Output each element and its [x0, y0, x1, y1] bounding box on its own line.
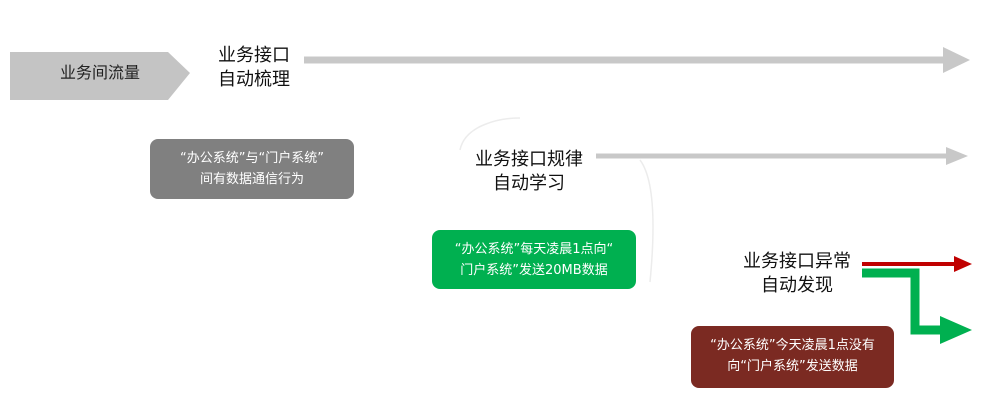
note-communication-line2: 间有数据通信行为 — [199, 172, 304, 187]
note-anomaly-line2: 向“门户系统”发送数据 — [727, 359, 858, 374]
stage-auto-learn-line2: 自动学习 — [493, 173, 565, 194]
note-pattern: “办公系统”每天凌晨1点向“ 门户系统”发送20MB数据 — [432, 230, 636, 289]
stage-auto-detect: 业务接口异常 自动发现 — [727, 250, 867, 298]
note-anomaly-line1: “办公系统”今天凌晨1点没有 — [710, 338, 875, 353]
normal-green-arrow — [862, 268, 972, 344]
anomaly-red-arrow — [862, 256, 972, 272]
note-pattern-line2: 门户系统”发送20MB数据 — [460, 263, 608, 278]
stage1-timeline-arrow — [304, 47, 970, 73]
stage-auto-learn-line1: 业务接口规律 — [475, 149, 583, 170]
stage-auto-learn: 业务接口规律 自动学习 — [459, 148, 599, 196]
stage-auto-sort-line2: 自动梳理 — [218, 69, 290, 90]
stage-auto-detect-line2: 自动发现 — [761, 275, 833, 296]
stage2-timeline-arrow — [596, 147, 968, 165]
traffic-tag-label: 业务间流量 — [59, 63, 140, 82]
note-communication-line1: “办公系统”与“门户系统” — [180, 151, 324, 166]
traffic-tag-shape — [10, 52, 190, 100]
note-pattern-line1: “办公系统”每天凌晨1点向“ — [454, 242, 614, 257]
stage2-decor-arc — [459, 117, 654, 283]
note-anomaly: “办公系统”今天凌晨1点没有 向“门户系统”发送数据 — [691, 326, 894, 388]
stage-auto-sort: 业务接口 自动梳理 — [198, 44, 310, 92]
stage-auto-sort-line1: 业务接口 — [218, 45, 290, 66]
stage-auto-detect-line1: 业务接口异常 — [743, 251, 851, 272]
note-communication: “办公系统”与“门户系统” 间有数据通信行为 — [150, 139, 354, 199]
